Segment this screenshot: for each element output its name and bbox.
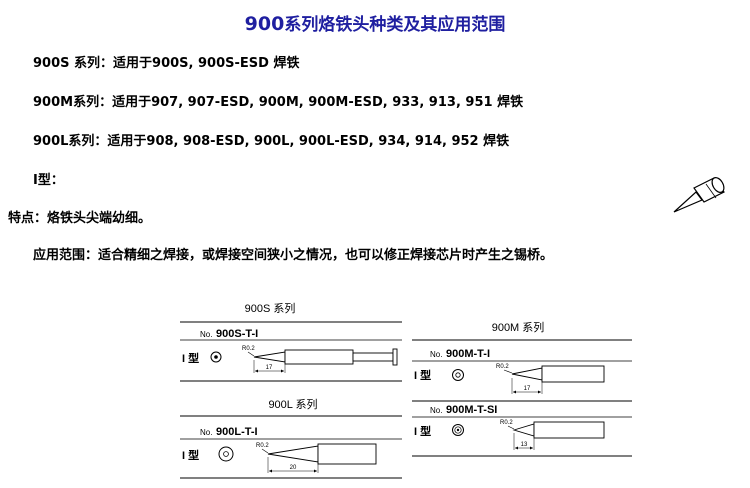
tip-illustration: [673, 177, 725, 213]
model-900m-si: 900M-T-SI: [446, 404, 497, 416]
no-prefix-l: No.: [200, 428, 212, 437]
title-number: 900: [244, 13, 285, 35]
type-label-m: I 型: [414, 368, 431, 382]
dim-900m: 17: [524, 386, 531, 392]
type-label-l: I 型: [182, 448, 199, 462]
no-prefix-msi: No.: [430, 406, 442, 415]
line-application: 应用范围：适合精细之焊接，或焊接空间狭小之情况，也可以修正焊接芯片时产生之锡桥。: [33, 248, 554, 263]
type-label-msi: I 型: [414, 424, 431, 438]
no-prefix-m: No.: [430, 350, 442, 359]
line-900m: 900M系列：适用于907, 907-ESD, 900M, 900M-ESD, …: [33, 95, 524, 110]
model-900s: 900S-T-I: [216, 328, 258, 340]
radius-s: R0.2: [242, 346, 255, 352]
page-title: 900系列烙铁头种类及其应用范围: [0, 10, 750, 35]
dim-900l: 20: [290, 465, 297, 471]
series-900l-label: 900L 系列: [268, 397, 317, 411]
no-prefix-s: No.: [200, 330, 212, 339]
line-feature: 特点：烙铁头尖端幼细。: [8, 211, 152, 226]
series-900s-label: 900S 系列: [245, 301, 296, 315]
panel-900s: 900S 系列 No. 900S-T-I I 型 R0.2 17: [180, 301, 402, 382]
model-900l: 900L-T-I: [216, 426, 258, 438]
model-900m: 900M-T-I: [446, 348, 490, 360]
radius-m: R0.2: [496, 364, 509, 370]
line-900l: 900L系列：适用于908, 908-ESD, 900L, 900L-ESD, …: [33, 134, 510, 149]
radius-msi: R0.2: [500, 420, 513, 426]
radius-l: R0.2: [256, 443, 269, 449]
panel-900l: 900L 系列 No. 900L-T-I I 型 R0.2 20: [180, 397, 402, 479]
line-type-i: I型：: [33, 173, 64, 188]
dim-900m-si: 13: [521, 442, 528, 448]
title-text: 系列烙铁头种类及其应用范围: [284, 15, 506, 35]
panel-900m: 900M 系列 No. 900M-T-I I 型 R0.2 17 No. 900…: [412, 320, 632, 457]
line-900s: 900S 系列：适用于900S, 900S-ESD 焊铁: [33, 56, 300, 71]
dim-900s: 17: [266, 365, 273, 371]
type-label-s: I 型: [182, 351, 199, 365]
series-900m-label: 900M 系列: [492, 320, 545, 334]
